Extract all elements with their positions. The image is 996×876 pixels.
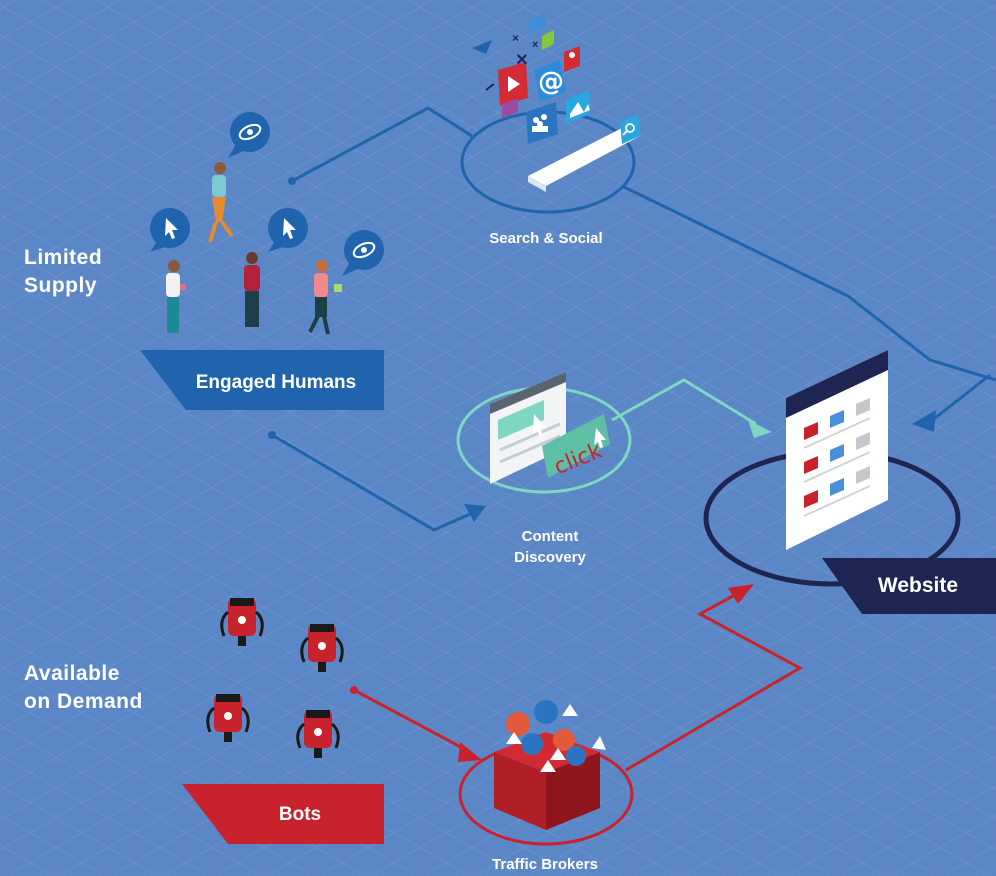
website-tag xyxy=(822,558,996,614)
person-figure xyxy=(166,260,186,333)
cursor-bubble xyxy=(268,208,308,252)
cursor-icon xyxy=(594,428,606,448)
engaged-humans-tag xyxy=(140,350,384,410)
flow-humans-to-search xyxy=(291,106,473,183)
flow-website-arrowhead xyxy=(912,410,936,432)
search-icon xyxy=(622,123,635,136)
cursor-icon xyxy=(283,218,296,239)
search-social-label: Search & Social xyxy=(489,230,603,247)
flow-bots-to-brokers xyxy=(353,688,471,754)
flow-brokers-website-arrowhead xyxy=(728,584,754,604)
flow-brokers-arrowhead xyxy=(458,742,482,762)
traffic-icons xyxy=(506,700,606,772)
person-figure xyxy=(308,260,342,335)
eye-icon xyxy=(247,129,253,135)
website-page xyxy=(786,350,888,550)
gift-box-icon xyxy=(494,732,600,830)
paper-plane-icon xyxy=(472,40,492,54)
flow-dot xyxy=(288,177,296,185)
document-icon xyxy=(502,12,554,118)
flow-content-arrowhead xyxy=(464,504,486,522)
profile-icon xyxy=(564,46,580,72)
image-icon xyxy=(566,90,590,124)
website-label: Website xyxy=(877,574,959,597)
robot-icon xyxy=(206,694,250,742)
decor-x: × xyxy=(512,31,519,45)
user-group-icon xyxy=(526,102,558,144)
content-discovery-label: Content Discovery xyxy=(514,528,586,566)
eye-bubble xyxy=(228,112,270,158)
available-on-demand-label: Available on Demand xyxy=(24,662,143,713)
bots-label: Bots xyxy=(278,804,322,825)
click-badge: click xyxy=(542,414,610,480)
play-icon xyxy=(498,62,528,106)
person-figure xyxy=(244,252,260,327)
website-content-grid xyxy=(803,398,871,517)
flow-brokers-to-website xyxy=(625,590,804,772)
bots-tag xyxy=(182,784,384,844)
flow-content-to-website xyxy=(611,378,757,426)
traffic-brokers-label: Traffic Brokers xyxy=(492,856,598,873)
person-figure xyxy=(208,162,234,243)
flow-content-website-arrowhead xyxy=(748,420,772,438)
eye-bubble xyxy=(342,230,384,276)
flow-dot xyxy=(350,686,358,694)
flow-humans-to-content xyxy=(271,433,471,532)
cursor-icon xyxy=(533,414,546,437)
engaged-humans-label: Engaged Humans xyxy=(195,372,357,393)
flow-search-to-website xyxy=(621,184,996,382)
svg-text:@: @ xyxy=(538,67,564,97)
cursor-bubble xyxy=(150,208,190,252)
decor-x: × xyxy=(516,49,528,71)
search-bar xyxy=(528,114,640,192)
decor-dash xyxy=(485,83,495,91)
decor-x: × xyxy=(532,39,538,51)
limited-supply-label: Limited Supply xyxy=(24,246,103,297)
flow-website-arrow-line xyxy=(929,373,991,424)
robot-icon xyxy=(296,710,340,758)
flow-dot xyxy=(268,431,276,439)
robot-icon xyxy=(300,624,344,672)
cursor-icon xyxy=(165,218,178,239)
eye-icon xyxy=(361,247,367,253)
at-icon: @ xyxy=(534,60,566,102)
robot-icon xyxy=(220,598,264,646)
